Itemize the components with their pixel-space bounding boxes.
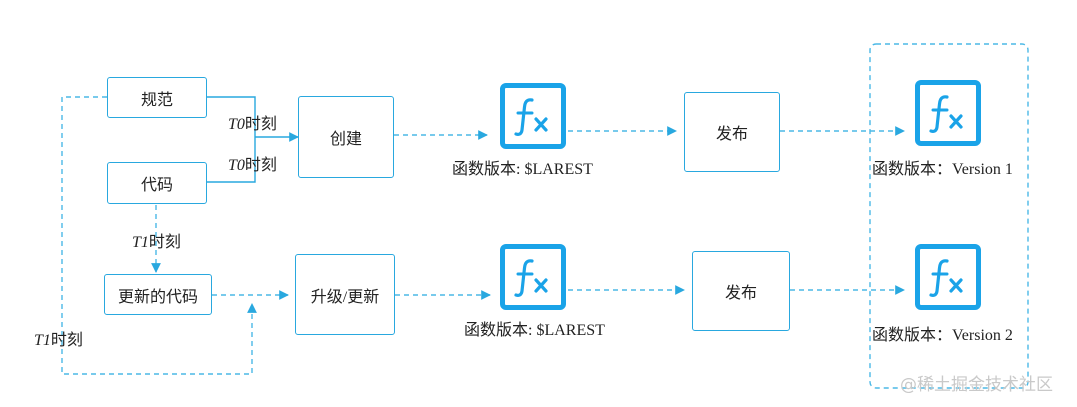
time-suffix: 时刻 (244, 157, 277, 174)
watermark: @稀土掘金技术社区 (900, 375, 1053, 395)
function-version-caption: 函数版本: $LAREST (452, 161, 593, 178)
publish-top-node: 发布 (684, 92, 780, 172)
publish-top-label: 发布 (715, 126, 748, 143)
function-version-caption: 函数版本：Version 1 (872, 161, 1013, 178)
function-version-caption: 函数版本：Version 2 (872, 327, 1013, 344)
function-icon (915, 244, 981, 310)
publish-bottom-node: 发布 (692, 251, 790, 331)
upgrade-node: 升级/更新 (295, 254, 395, 335)
create-node: 创建 (298, 96, 394, 178)
edge-label-t1-left: T1时刻 (34, 326, 83, 350)
time-suffix: 时刻 (148, 234, 181, 251)
spec-label: 规范 (140, 91, 173, 109)
updated-code-node: 更新的代码 (104, 274, 212, 315)
updated-code-label: 更新的代码 (117, 288, 198, 306)
time-variable: T0 (228, 116, 245, 133)
code-label: 代码 (140, 177, 173, 194)
upgrade-label: 升级/更新 (310, 288, 380, 306)
function-version-caption: 函数版本: $LAREST (464, 322, 605, 339)
edge-label-t0-top: T0时刻 (228, 110, 277, 134)
create-label: 创建 (329, 131, 362, 148)
function-icon (915, 80, 981, 146)
time-variable: T0 (228, 157, 245, 174)
time-suffix: 时刻 (244, 116, 277, 133)
edge-label-t1-right: T1时刻 (132, 228, 181, 252)
function-icon (500, 244, 566, 310)
time-variable: T1 (34, 332, 51, 349)
function-icon (500, 83, 566, 149)
edge-label-t0-bottom: T0时刻 (228, 151, 277, 175)
code-node: 代码 (107, 162, 207, 204)
time-suffix: 时刻 (50, 332, 83, 349)
time-variable: T1 (132, 234, 149, 251)
spec-node: 规范 (107, 77, 207, 118)
publish-bottom-label: 发布 (724, 285, 757, 302)
